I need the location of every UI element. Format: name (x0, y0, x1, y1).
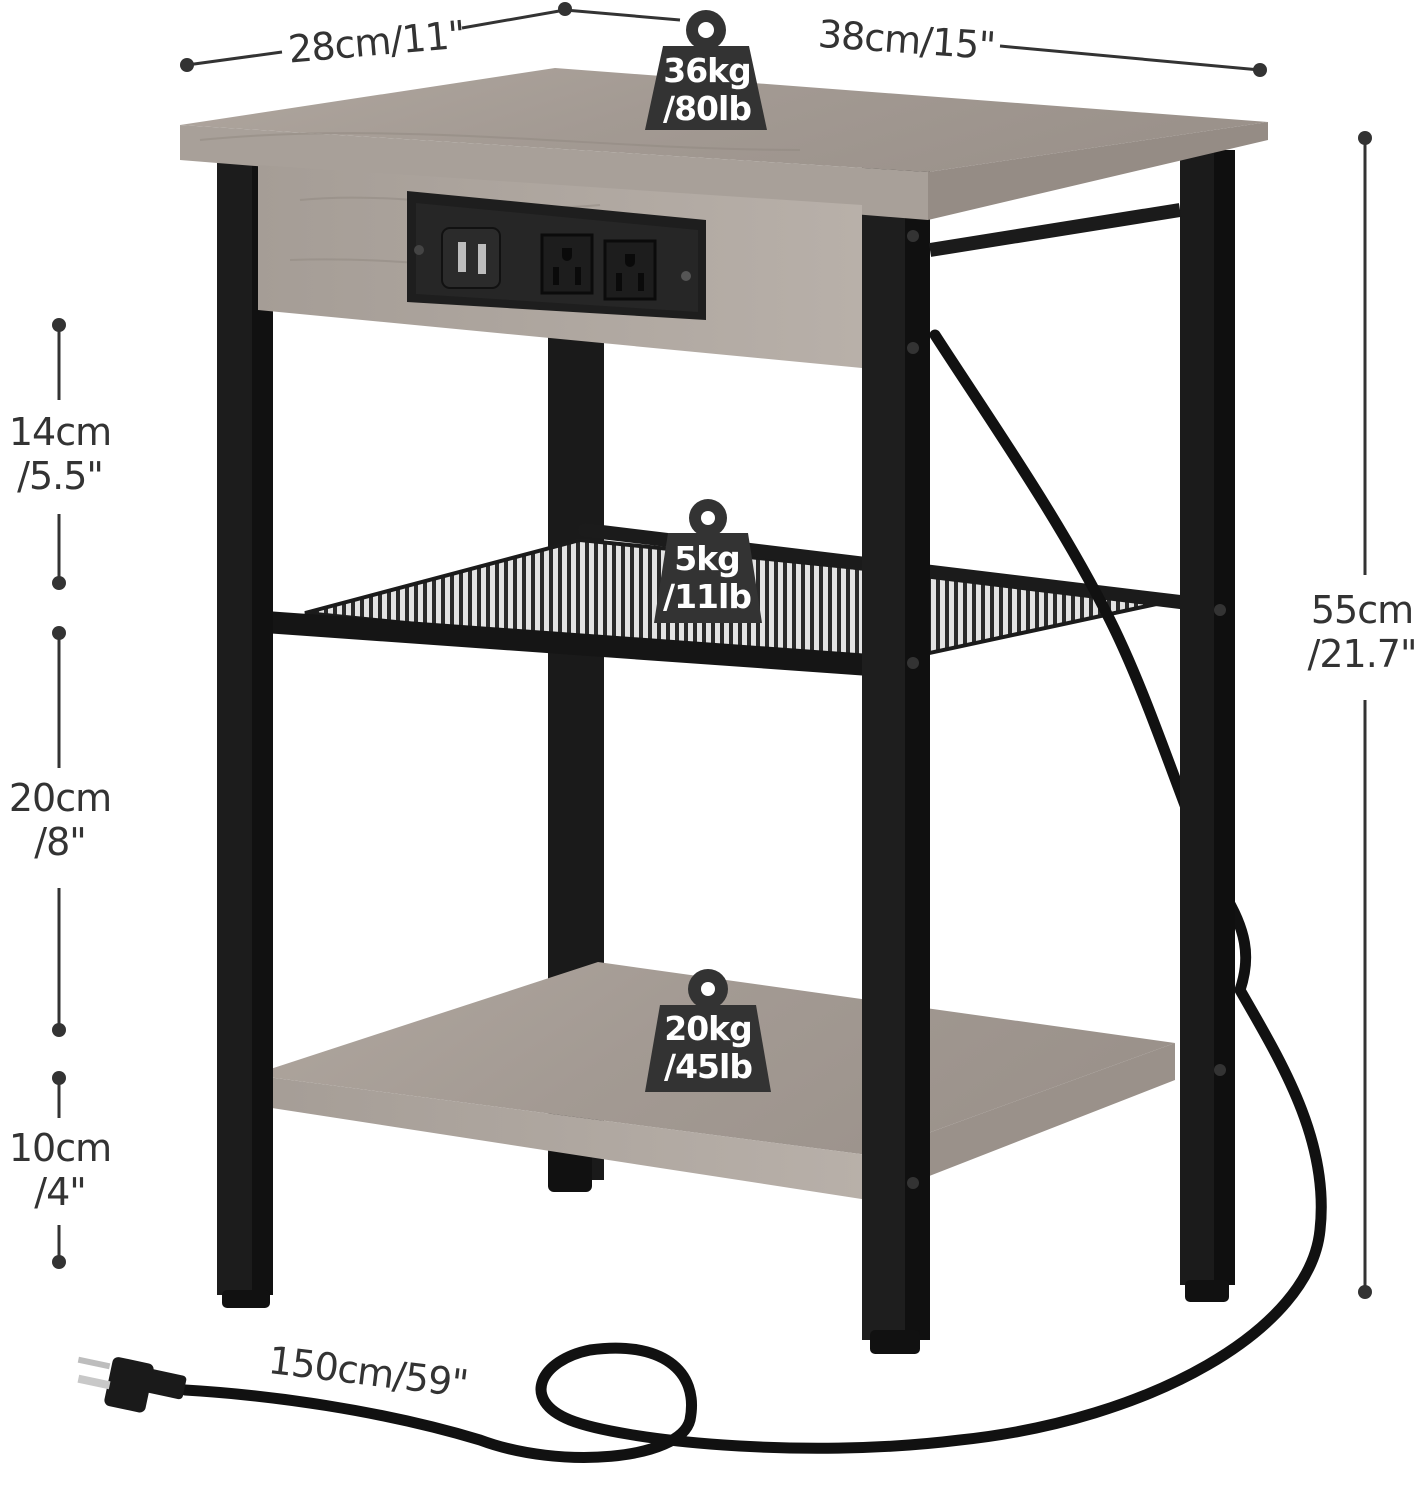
top-gap-in: /5.5" (17, 454, 104, 498)
weight-badge-top-icon (645, 10, 767, 130)
shelf-load-label: 5kg /11lb (652, 540, 762, 616)
bottom-gap-cm: 10cm (8, 1126, 112, 1170)
back-right-leg (928, 150, 1235, 1302)
power-cord (179, 329, 1327, 1463)
front-left-leg (217, 150, 273, 1308)
weight-badge-bottom-icon (645, 969, 771, 1092)
middle-gap-cm: 20cm (8, 776, 112, 820)
shelf-load-lb: /11lb (663, 577, 752, 616)
dimension-lines (52, 2, 1372, 1299)
bottom-load-label: 20kg /45lb (644, 1010, 772, 1086)
top-gap-cm: 14cm (8, 410, 112, 454)
top-load-lb: /80lb (663, 89, 752, 128)
bottom-gap-label: 10cm /4" (0, 1126, 120, 1214)
height-label: 55cm /21.7" (1296, 588, 1428, 676)
front-right-leg (862, 165, 930, 1354)
middle-gap-in: /8" (34, 820, 86, 864)
top-load-label: 36kg /80lb (645, 52, 769, 128)
weight-badge-shelf-icon (654, 499, 762, 623)
height-in: /21.7" (1307, 632, 1418, 676)
top-gap-label: 14cm /5.5" (0, 410, 120, 498)
plug-icon (77, 1356, 187, 1413)
height-cm: 55cm (1310, 588, 1414, 632)
shelf-load-kg: 5kg (674, 539, 741, 578)
bottom-load-lb: /45lb (664, 1047, 753, 1086)
top-load-kg: 36kg (663, 51, 752, 90)
power-strip (407, 191, 706, 320)
middle-gap-label: 20cm /8" (0, 776, 120, 864)
bottom-gap-in: /4" (34, 1170, 86, 1214)
ac-outlet-icon (540, 233, 594, 295)
usb-ports-icon (441, 227, 501, 289)
ac-outlet-icon (603, 239, 657, 301)
bottom-load-kg: 20kg (664, 1009, 753, 1048)
